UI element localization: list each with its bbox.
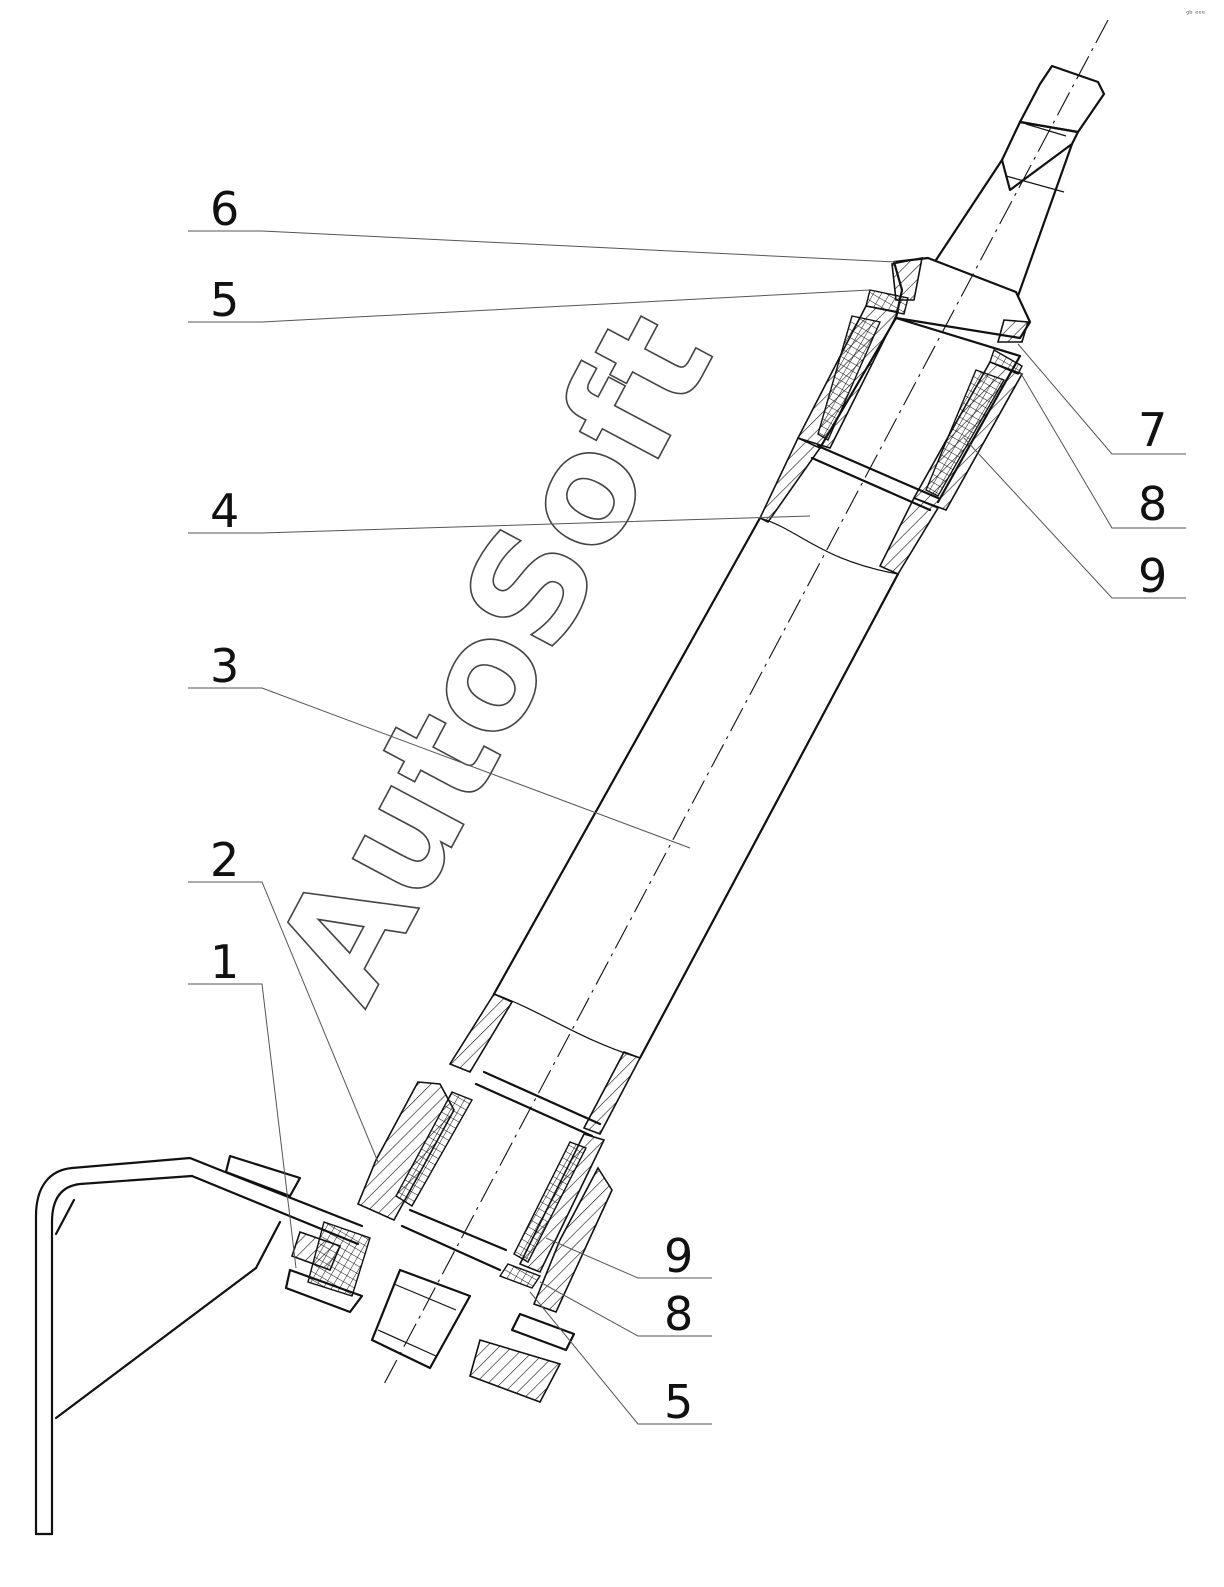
corner-mark: ᵍᵇ ᵉᵉᵉ — [1186, 9, 1205, 18]
callout-8-bottom: 8 — [664, 1287, 693, 1341]
mounting-bracket — [34, 1154, 576, 1536]
upper-bushing — [796, 289, 1024, 511]
upper-sleeve — [758, 436, 940, 576]
upper-nut — [891, 256, 1032, 343]
lower-bushing — [356, 1081, 613, 1314]
callout-6: 6 — [210, 182, 239, 236]
watermark-text: AutoSoft — [243, 287, 747, 1027]
tapered-shaft — [934, 142, 1074, 298]
callout-5-top: 5 — [210, 273, 239, 327]
lower-bolt — [370, 1268, 472, 1370]
callout-9-bottom: 9 — [664, 1229, 693, 1283]
callout-1: 1 — [210, 935, 239, 989]
callout-4: 4 — [210, 484, 239, 538]
shaft-tip — [1000, 64, 1106, 193]
callout-5-bottom: 5 — [664, 1375, 693, 1429]
lower-sleeve — [448, 992, 642, 1138]
leader-lines — [188, 230, 1186, 1425]
callout-9-top: 9 — [1138, 549, 1167, 603]
callout-8-top: 8 — [1138, 477, 1167, 531]
main-tube — [492, 516, 900, 1060]
center-axis — [382, 19, 1109, 1387]
callout-7: 7 — [1138, 403, 1167, 457]
callout-2: 2 — [210, 833, 239, 887]
callout-3: 3 — [210, 639, 239, 693]
